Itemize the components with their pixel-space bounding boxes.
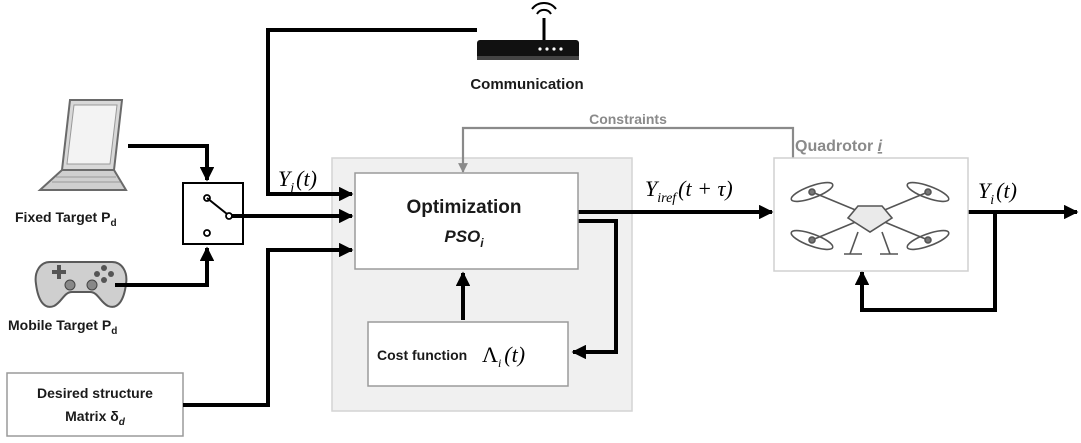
wire-desired-optimization (183, 242, 354, 407)
wire-laptop-switch (128, 144, 215, 182)
laptop-icon (37, 99, 128, 191)
optimization-block (354, 172, 579, 270)
cost-function-block (367, 321, 569, 387)
quadrotor-label: Quadrotor i (795, 138, 883, 155)
switch-icon (182, 182, 244, 245)
drone-icon (790, 181, 950, 255)
wire-gamepad-switch (115, 246, 215, 287)
desired-structure-box (6, 372, 184, 437)
gamepad-icon (34, 261, 128, 308)
constraints-label: Constraints (589, 111, 667, 127)
fixed-target-label: Fixed Target Pd (15, 209, 117, 229)
wire-feedback (854, 212, 997, 312)
wire-communication-yj (266, 28, 477, 202)
optimization-title: Optimization (406, 197, 521, 218)
cost-function-symbol: Λi(t) (482, 342, 525, 370)
constraints-line (458, 126, 795, 173)
signal-yi: Yi(t) (978, 178, 1017, 208)
wire-optimization-cost (571, 219, 618, 360)
desired-structure-line1: Desired structure (37, 385, 153, 401)
mobile-target-label: Mobile Target Pd (8, 317, 117, 337)
signal-yiref: Yiref(t + τ) (645, 176, 733, 206)
desired-structure-line2: Matrix δd (65, 408, 126, 428)
optimization-algo: PSOi (444, 227, 484, 250)
router-icon (477, 2, 579, 60)
cost-function-label: Cost function (377, 347, 467, 363)
communication-label: Communication (470, 76, 583, 93)
signal-yj: Yj(t) (278, 166, 317, 196)
